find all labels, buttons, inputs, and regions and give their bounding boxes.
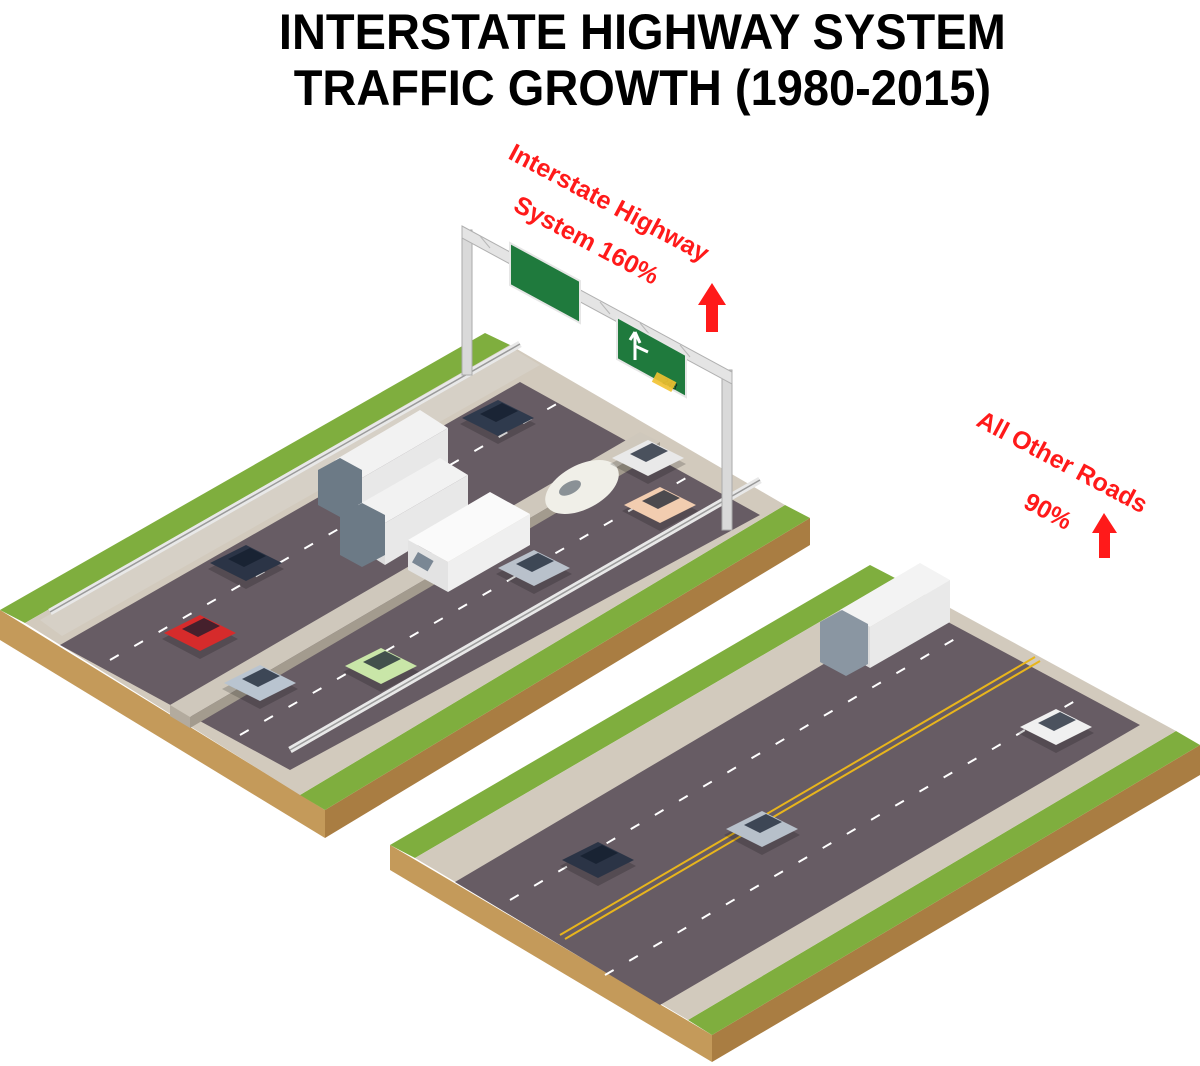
interstate-soil-left: [0, 610, 325, 838]
up-arrow-icon: [698, 283, 726, 332]
other-grass-back: [390, 565, 895, 858]
vehicle-camper-trailer: [545, 459, 619, 515]
median-barrier: [170, 432, 660, 717]
sign-gantry: 248: [461, 225, 733, 531]
interstate-block: 248: [0, 225, 810, 838]
other-label-line-1: All Other Roads: [972, 406, 1152, 519]
interstate-lane-markings: [109, 401, 701, 736]
other-soil-right: [712, 745, 1200, 1062]
interstate-growth-label: Interstate Highway System 160%: [504, 139, 726, 332]
other-soil-left: [390, 845, 712, 1062]
other-roads-block: [390, 563, 1200, 1062]
other-roads-growth-label: All Other Roads 90%: [972, 406, 1152, 558]
interstate-soil-right: [325, 518, 810, 838]
overhead-sign-1: [509, 241, 581, 325]
other-grass-front: [688, 731, 1200, 1035]
other-label-line-2: 90%: [1019, 488, 1076, 536]
vehicle-truck-2: [340, 458, 468, 567]
exit-arrow-icon: [628, 331, 649, 360]
interstate-grass-back: [0, 333, 510, 623]
vehicle-rv: [408, 492, 530, 592]
interstate-grass-front: [300, 505, 810, 810]
title-line-2: TRAFFIC GROWTH (1980-2015): [293, 60, 991, 116]
vehicle-box-truck: [820, 563, 950, 676]
up-arrow-icon-2: [1092, 513, 1117, 558]
page-title: INTERSTATE HIGHWAY SYSTEM TRAFFIC GROWTH…: [38, 4, 1200, 116]
title-line-1: INTERSTATE HIGHWAY SYSTEM: [278, 4, 1006, 60]
other-road: [455, 607, 1140, 1005]
